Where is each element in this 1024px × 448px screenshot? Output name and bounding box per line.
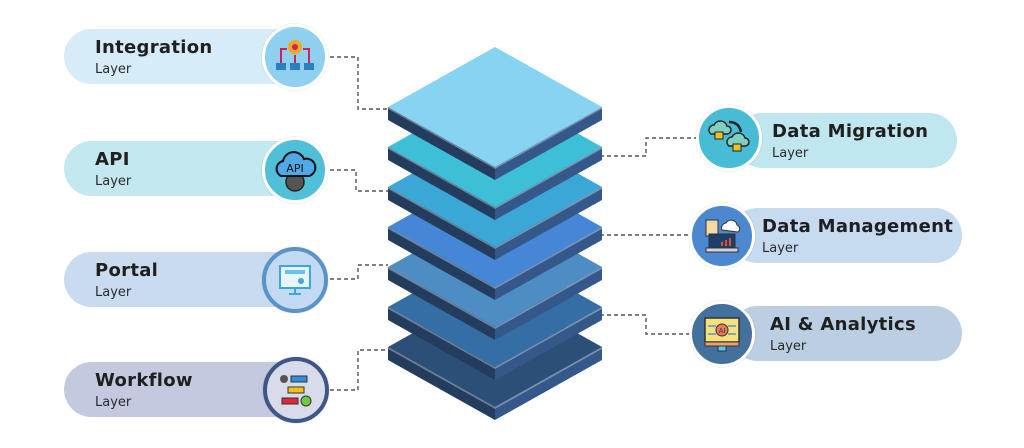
portal-monitor-icon	[262, 247, 328, 313]
svg-text:API: API	[286, 162, 303, 175]
svg-text:AI: AI	[719, 327, 726, 335]
data-management-icon	[689, 203, 755, 269]
layer-title: Portal	[95, 260, 159, 281]
data-migration-layer-label: Data Migration Layer	[735, 113, 957, 168]
layer-subtitle: Layer	[95, 62, 132, 77]
connector-ai-analytics	[600, 314, 690, 335]
cloud-migration-icon	[696, 105, 762, 171]
slab-edge-highlight	[387, 347, 603, 409]
layer-title: Data Migration	[772, 121, 929, 142]
layer-stack	[387, 47, 603, 420]
layer-subtitle: Layer	[95, 395, 132, 410]
api-cloud-gear-icon: API	[262, 137, 328, 203]
slab-edge-highlight	[387, 187, 603, 249]
slab-left-side	[388, 147, 495, 220]
data-management-layer-label: Data Management Layer	[730, 208, 962, 263]
layer-title: AI & Analytics	[770, 314, 917, 335]
workflow-process-icon	[263, 357, 329, 423]
ai-chip-monitor-icon: AI	[689, 301, 755, 367]
layer-subtitle: Layer	[772, 146, 809, 161]
slab-edge-highlight	[387, 107, 603, 169]
slab-left-side	[388, 347, 495, 420]
connector-workflow	[330, 349, 388, 391]
layer-title: Integration	[95, 37, 213, 58]
slab-left-side	[388, 307, 495, 380]
slab-edge-highlight	[387, 227, 603, 289]
slab-edge-highlight	[387, 307, 603, 369]
slab-left-side	[388, 187, 495, 260]
layer-subtitle: Layer	[762, 241, 799, 256]
slab-right-side	[495, 147, 602, 220]
slab-right-side	[495, 187, 602, 260]
ai-analytics-layer-label: AI & Analytics Layer	[730, 306, 962, 361]
layer-title: API	[95, 149, 130, 170]
integration-network-icon	[262, 24, 328, 90]
slab-left-side	[388, 267, 495, 340]
connector-integration	[330, 56, 390, 110]
slab-edge-highlight	[387, 267, 603, 329]
slab-left-side	[388, 107, 495, 180]
slab-edge-highlight	[387, 147, 603, 209]
stack-slab-1	[387, 47, 603, 180]
slab-right-side	[495, 227, 602, 300]
connector-data-migration	[600, 137, 696, 157]
slab-left-side	[388, 227, 495, 300]
layer-subtitle: Layer	[95, 174, 132, 189]
connector-portal	[330, 264, 388, 280]
slab-top-face	[388, 47, 602, 167]
connector-api	[330, 169, 388, 192]
slab-right-side	[495, 107, 602, 180]
slab-right-side	[495, 307, 602, 380]
slab-right-side	[495, 267, 602, 340]
slab-right-side	[495, 347, 602, 420]
layer-title: Workflow	[95, 370, 193, 391]
layer-subtitle: Layer	[770, 339, 807, 354]
layer-title: Data Management	[762, 216, 954, 237]
layer-subtitle: Layer	[95, 285, 132, 300]
